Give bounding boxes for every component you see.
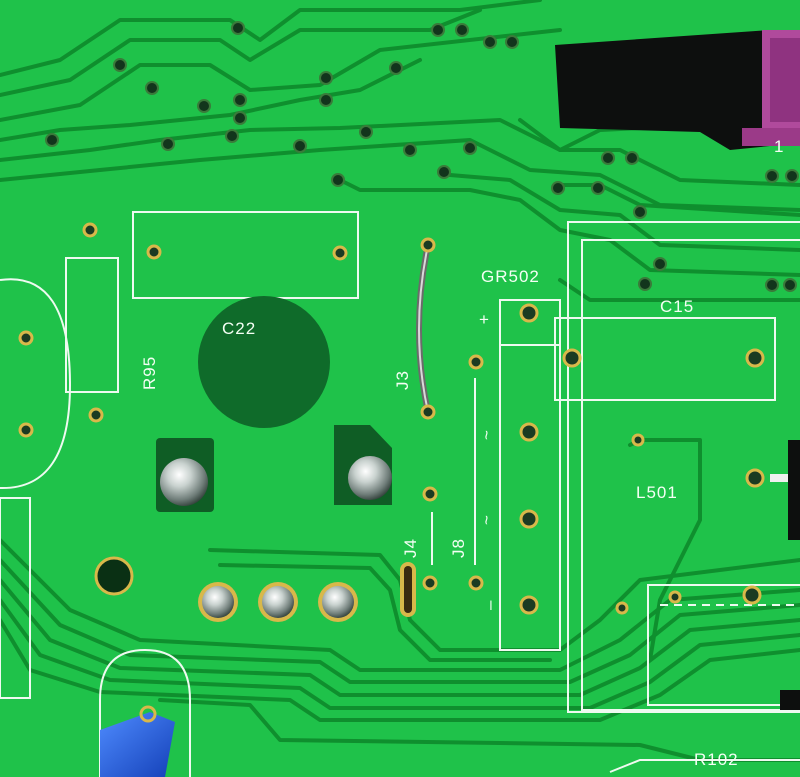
outline-l501 xyxy=(567,221,800,713)
label-r95: R95 xyxy=(140,356,159,390)
label-pin-1: 1 xyxy=(774,137,784,156)
outline-left-oval xyxy=(0,278,72,490)
label-minus: – xyxy=(480,600,499,610)
through-hole-pads xyxy=(18,222,765,615)
power-pads xyxy=(94,425,392,596)
silkscreen-outlines xyxy=(0,211,800,777)
outline-blue-cap xyxy=(99,648,191,777)
label-plus: + xyxy=(479,310,490,329)
label-j8: J8 xyxy=(449,538,468,558)
label-j4: J4 xyxy=(401,538,420,558)
c22-pad xyxy=(198,296,330,428)
label-r102: R102 xyxy=(694,750,739,769)
outline-top-resistor xyxy=(132,211,359,299)
outline-r95 xyxy=(65,257,119,393)
label-c15: C15 xyxy=(660,297,694,316)
label-gr502: GR502 xyxy=(481,267,540,286)
outline-c15 xyxy=(554,317,776,401)
outline-left-part xyxy=(0,497,31,699)
label-ac-2: ~ xyxy=(477,514,496,525)
label-ac-1: ~ xyxy=(477,429,496,440)
label-l501: L501 xyxy=(636,483,678,502)
black-connector xyxy=(555,30,800,710)
label-j3: J3 xyxy=(393,370,412,390)
blue-capacitor xyxy=(100,705,175,777)
vias xyxy=(45,21,799,292)
transistor-pads xyxy=(198,582,358,622)
outline-gr502 xyxy=(499,299,561,651)
label-c22: C22 xyxy=(222,319,256,338)
